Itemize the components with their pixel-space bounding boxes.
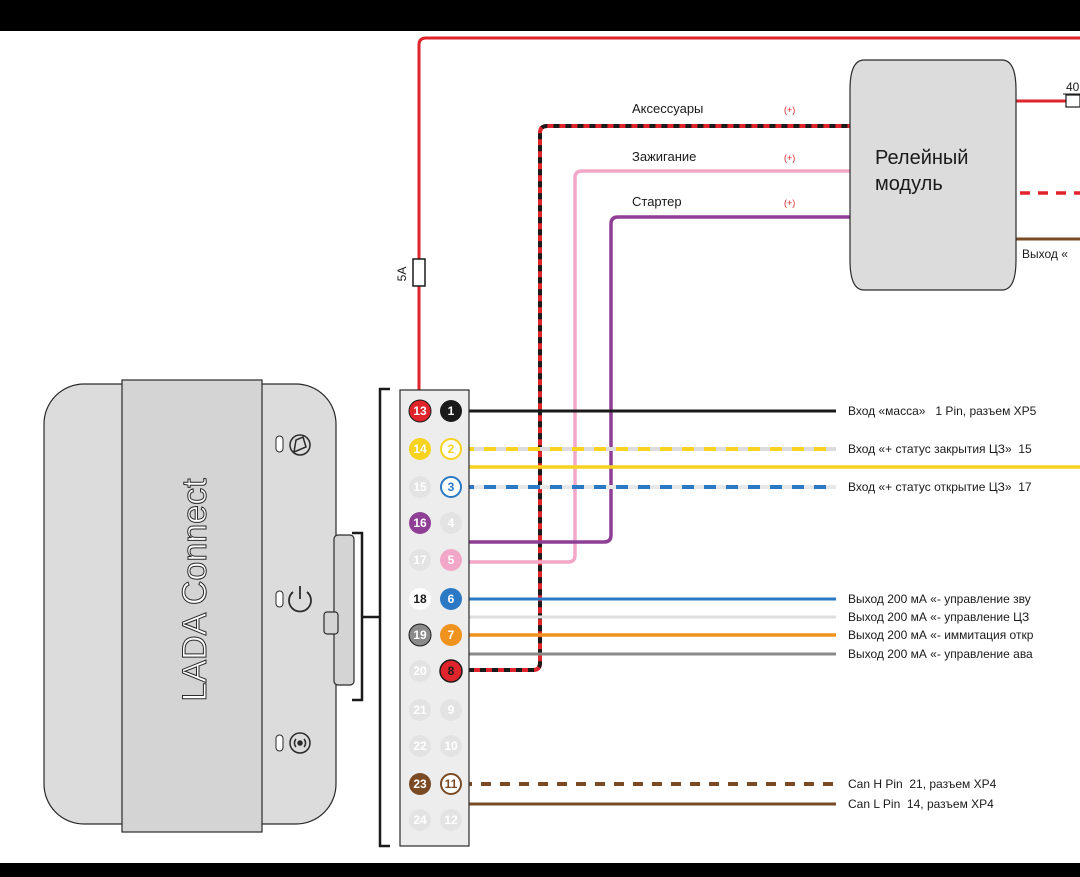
pin-label: 10 bbox=[444, 739, 458, 753]
wireless-signal-icon bbox=[289, 732, 311, 754]
pin-10 bbox=[440, 735, 462, 757]
fuse bbox=[412, 258, 426, 287]
pin-20 bbox=[409, 660, 431, 682]
pin-label: 19 bbox=[413, 628, 427, 642]
polarity-sign: (+) bbox=[784, 153, 795, 163]
relay-wire-label: Стартер bbox=[632, 194, 682, 209]
pin-label: 18 bbox=[413, 592, 427, 606]
connector-block bbox=[399, 389, 470, 847]
power-icon bbox=[288, 586, 312, 613]
indicator-led bbox=[275, 590, 284, 608]
pin-label: 2 bbox=[448, 442, 455, 456]
output-label-siren: Выход 200 мА «- управление зву bbox=[848, 592, 1031, 606]
pin-label: 17 bbox=[413, 553, 427, 567]
pin-12 bbox=[440, 809, 462, 831]
pin-13 bbox=[408, 399, 432, 423]
relay-label-line2: модуль bbox=[875, 173, 943, 195]
output-label-lock-status: Вход «+ статус закрытия ЦЗ» 15 bbox=[848, 442, 1032, 456]
device-front-panel bbox=[121, 379, 263, 833]
pin-18 bbox=[409, 588, 431, 610]
pin-4 bbox=[440, 512, 462, 534]
pin-22 bbox=[409, 735, 431, 757]
pin-23 bbox=[409, 773, 431, 795]
pin-label: 14 bbox=[413, 442, 427, 456]
pin-label: 1 bbox=[448, 404, 455, 418]
output-label-can-l: Can L Pin 14, разъем XP4 bbox=[848, 797, 994, 811]
device-label: LADA Connect bbox=[176, 478, 214, 702]
relay-label-line1: Релейный bbox=[875, 147, 968, 169]
relay-body bbox=[849, 59, 1017, 291]
pin-11 bbox=[440, 773, 462, 795]
wire-red-power bbox=[417, 36, 1080, 410]
pin-2 bbox=[440, 438, 462, 460]
pin-7 bbox=[440, 624, 462, 646]
polarity-sign: (+) bbox=[784, 105, 795, 115]
pin-label: 7 bbox=[448, 628, 455, 642]
pin-label: 8 bbox=[448, 664, 455, 678]
pin-3 bbox=[440, 476, 462, 498]
pin-1 bbox=[440, 400, 462, 422]
pin-label: 6 bbox=[448, 592, 455, 606]
output-label-can-h: Can H Pin 21, разъем XP4 bbox=[848, 777, 997, 791]
output-label-imitation: Выход 200 мА «- иммитация откр bbox=[848, 628, 1034, 642]
pin-label: 16 bbox=[413, 516, 427, 530]
alarm-bell-icon bbox=[289, 434, 311, 456]
wire-ignition bbox=[460, 169, 850, 564]
pin-label: 21 bbox=[413, 703, 427, 717]
pin-label: 15 bbox=[413, 480, 427, 494]
relay-wire-label: Зажигание bbox=[632, 149, 696, 164]
indicator-led bbox=[275, 734, 284, 752]
relay-output-label: Выход « bbox=[1022, 247, 1068, 261]
relay-wire-signs: (+) (+) (+) bbox=[784, 105, 795, 208]
pin-21 bbox=[409, 699, 431, 721]
pin-label: 5 bbox=[448, 553, 455, 567]
pin-5 bbox=[440, 549, 462, 571]
pin-label: 3 bbox=[448, 480, 455, 494]
pin-label: 23 bbox=[413, 777, 427, 791]
pin-label: 11 bbox=[445, 777, 458, 791]
pin-label: 4 bbox=[448, 516, 455, 530]
relay-fuse bbox=[1065, 94, 1080, 108]
pin-label: 9 bbox=[448, 703, 455, 717]
relay-top-value: 40 bbox=[1066, 80, 1080, 94]
output-label-ground: Вход «масса» 1 Pin, разъем XP5 bbox=[848, 404, 1037, 418]
connector-pins: 13 14 15 16 17 18 19 20 21 22 23 24 1 2 … bbox=[408, 399, 463, 831]
fuse-label: 5A bbox=[395, 267, 409, 282]
pin-16 bbox=[409, 512, 431, 534]
pin-14 bbox=[409, 438, 431, 460]
pin-label: 20 bbox=[413, 664, 427, 678]
pin-24 bbox=[409, 809, 431, 831]
pin-8 bbox=[439, 659, 463, 683]
output-label-unlock-status: Вход «+ статус открытие ЦЗ» 17 bbox=[848, 480, 1032, 494]
pin-9 bbox=[440, 699, 462, 721]
pin-label: 13 bbox=[413, 404, 427, 418]
lada-connect-device: LADA Connect bbox=[43, 379, 355, 833]
relay-module: Релейный модуль Выход « bbox=[849, 59, 1068, 291]
indicator-led bbox=[275, 435, 284, 453]
relay-wire-labels: Аксессуары Зажигание Стартер bbox=[632, 101, 703, 209]
device-connector-tab bbox=[333, 534, 355, 686]
output-label-alarm: Выход 200 мА «- управление ава bbox=[848, 647, 1033, 661]
pin-label: 12 bbox=[444, 813, 458, 827]
pin-15 bbox=[409, 476, 431, 498]
pin-6 bbox=[440, 588, 462, 610]
pin-19 bbox=[408, 623, 432, 647]
pin-label: 24 bbox=[413, 813, 427, 827]
output-label-central-lock: Выход 200 мА «- управление ЦЗ bbox=[848, 610, 1029, 624]
polarity-sign: (+) bbox=[784, 198, 795, 208]
pin-label: 22 bbox=[413, 739, 427, 753]
relay-wire-label: Аксессуары bbox=[632, 101, 703, 116]
pin-17 bbox=[409, 549, 431, 571]
output-labels: Вход «масса» 1 Pin, разъем XP5 Вход «+ с… bbox=[848, 404, 1037, 811]
